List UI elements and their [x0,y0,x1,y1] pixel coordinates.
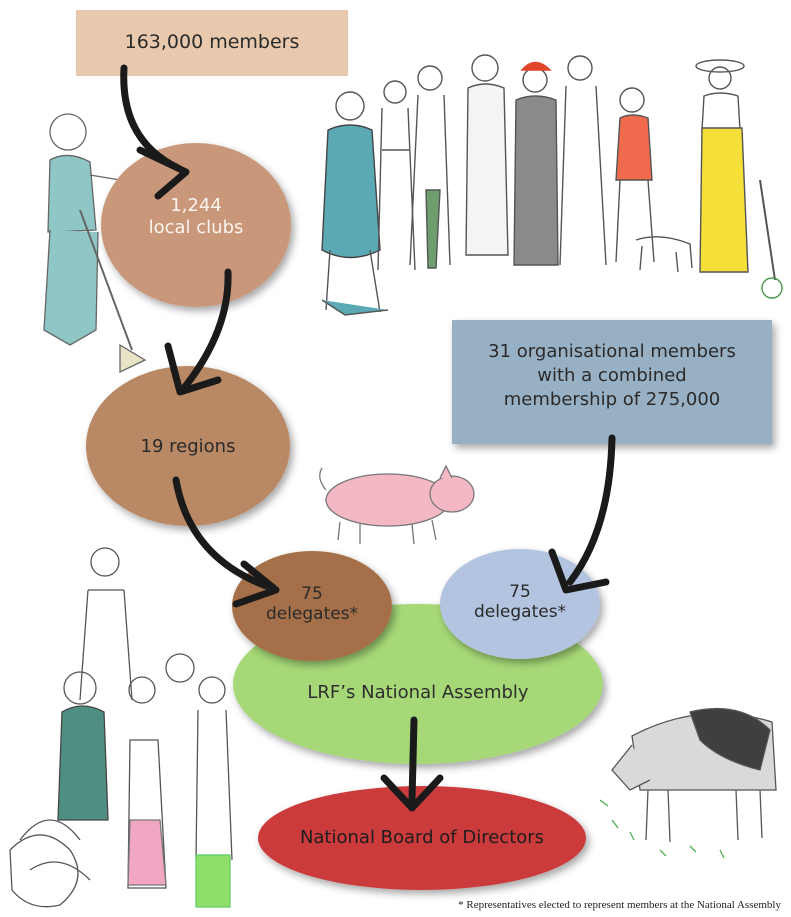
delegates-right-text: delegates* [473,602,567,623]
board-ellipse [258,786,586,890]
org-members-line-2: with a combined [537,364,687,386]
members-box [76,10,348,76]
people-group-sketch [321,54,783,316]
board-label: National Board of Directors [299,827,545,848]
delegates-left-label: 75 delegates* [232,584,392,625]
members-label: 163,000 members [124,31,300,53]
clubs-label-text: local clubs [148,216,244,238]
gardener-sketch [43,113,147,374]
pig-sketch [319,464,475,545]
clubs-label-number: 1,244 [170,195,222,216]
delegates-right-label: 75 delegates* [440,582,600,623]
clubs-ellipse [101,143,291,307]
org-members-line-1: 31 organisational members [488,341,736,362]
footnote: * Representatives elected to represent m… [458,899,781,911]
regions-ellipse [86,366,290,526]
cow-sketch [599,707,777,859]
delegates-right-number: 75 [509,582,531,602]
arrow-clubs-to-regions [164,268,232,396]
flow-arrows [120,64,616,812]
clubs-label: 1,244 local clubs [101,195,291,238]
org-members-label: 31 organisational members with a combine… [452,340,772,411]
family-group-sketch [9,547,233,908]
delegates-left-number: 75 [301,584,323,604]
regions-label: 19 regions [140,436,236,457]
org-members-line-3: membership of 275,000 [503,388,721,410]
assembly-label: LRF’s National Assembly [307,682,529,703]
delegates-left-text: delegates* [265,604,359,625]
arrow-assembly-to-board [380,716,444,812]
delegates-left-ellipse [232,551,392,661]
arrow-regions-to-delegates [172,476,280,608]
arrow-members-to-clubs [120,64,190,200]
org-members-box [452,320,772,444]
arrow-org-to-delegates [548,434,616,594]
